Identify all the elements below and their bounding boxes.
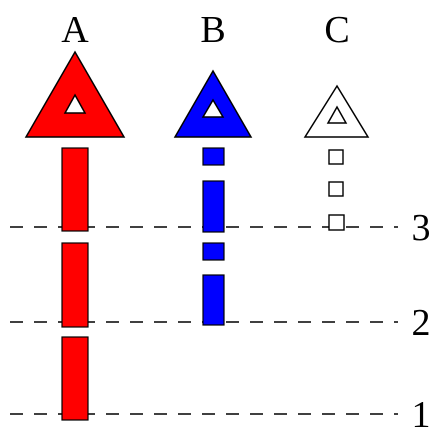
column-b-segment-2	[202, 180, 225, 233]
column-b-segment-3	[202, 242, 225, 261]
column-b-segment-4	[202, 274, 225, 326]
column-b	[173, 69, 253, 326]
column-label-a: A	[61, 9, 89, 51]
column-c-segment-1	[328, 149, 344, 165]
column-a-segment-1	[61, 147, 89, 232]
column-c	[303, 84, 370, 231]
column-a-segment-2	[61, 242, 89, 328]
triangle-icon	[326, 105, 348, 124]
triangle-icon	[303, 84, 370, 138]
level-label-1: 1	[412, 394, 431, 436]
level-label-2: 2	[412, 302, 431, 344]
column-c-segment-2	[328, 181, 344, 197]
column-a-segment-3	[61, 336, 89, 421]
column-label-b: B	[200, 9, 225, 51]
column-a	[24, 50, 126, 421]
column-b-segment-1	[202, 147, 225, 166]
level-label-3: 3	[412, 207, 431, 249]
column-c-segment-3	[328, 214, 345, 231]
triangle-icon	[24, 50, 126, 138]
column-label-c: C	[324, 9, 349, 51]
triangle-icon	[173, 69, 253, 138]
